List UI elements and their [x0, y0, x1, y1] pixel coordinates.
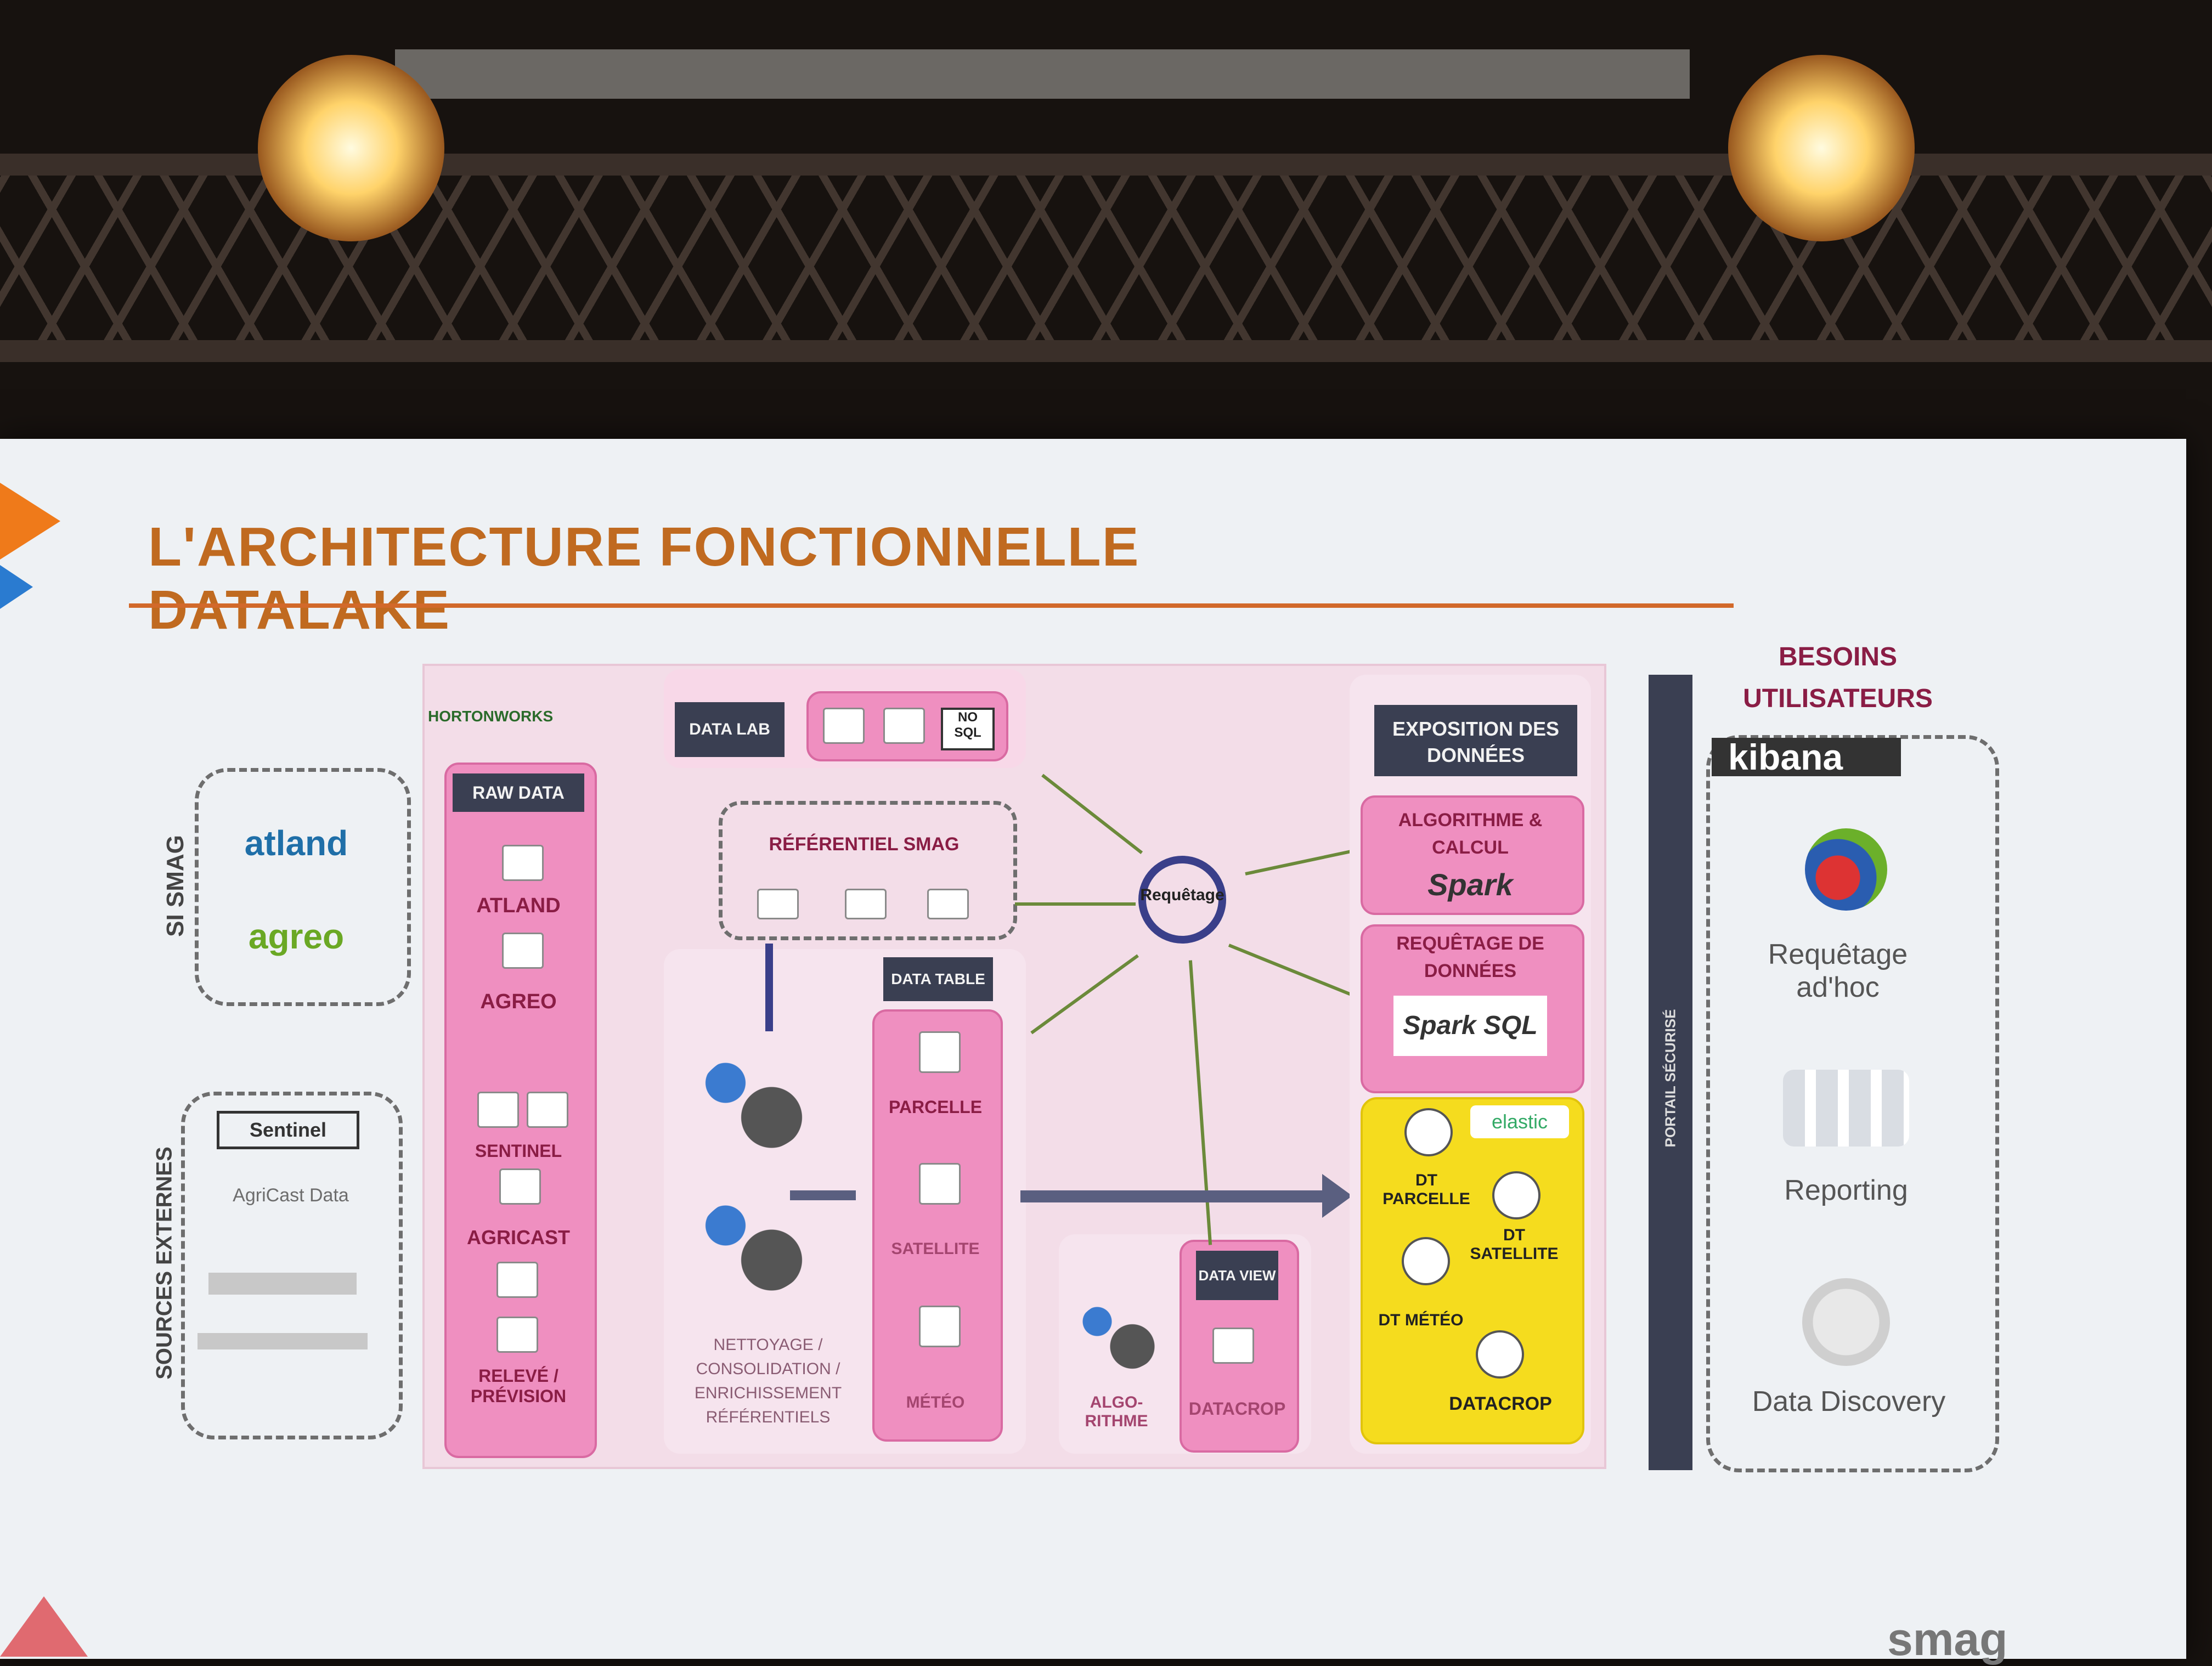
portail-securise-label: PORTAIL SÉCURISÉ — [1662, 1009, 1679, 1148]
agricast-data-source: AgriCast Data — [233, 1185, 349, 1206]
besoins-title: BESOINS UTILISATEURS — [1743, 642, 1933, 713]
stage-lamp-left — [258, 55, 444, 241]
flow-arrow-processing — [790, 1190, 856, 1200]
elastic-dt-parcelle-icon — [1404, 1108, 1453, 1156]
db-icon-datacrop — [1212, 1328, 1254, 1364]
raw-data-header: RAW DATA — [453, 773, 584, 812]
table-item-satellite: SATELLITE — [891, 1240, 980, 1258]
raw-item-sentinel: SENTINEL — [475, 1141, 562, 1161]
db-icon-parcelle — [919, 1031, 961, 1073]
projection-screen: L'ARCHITECTURE FONCTIONNELLE DATALAKE HO… — [0, 439, 2186, 1665]
algo-label: ALGO-RITHME — [1085, 1393, 1148, 1430]
reporting-icon — [1783, 1070, 1909, 1147]
si-smag-box — [195, 768, 411, 1006]
elastic-box — [1361, 1097, 1584, 1444]
gear-icon — [697, 1053, 812, 1152]
portail-securise-bar — [1649, 675, 1692, 1470]
dt-meteo-label: DT MÉTÉO — [1378, 1311, 1464, 1329]
spark-logo: Spark — [1427, 867, 1513, 902]
ceiling-truss-bottom — [0, 340, 2212, 362]
dt-parcelle-label: DT PARCELLE — [1383, 1171, 1470, 1208]
hortonworks-logo: HORTONWORKS — [428, 708, 554, 725]
db-icon-agricast — [499, 1168, 541, 1205]
referentiel-smag-box — [719, 801, 1017, 940]
sentinel-source-logo: Sentinel — [217, 1111, 359, 1149]
raw-item-releve: RELEVÉ / PRÉVISION — [470, 1366, 567, 1406]
flow-arrow-down — [765, 944, 773, 1031]
algo-gear-icon — [1075, 1300, 1163, 1371]
ref-db-3 — [927, 889, 969, 919]
algo-calc-label: ALGORITHME & CALCUL — [1398, 810, 1543, 858]
db-icon-satellite — [919, 1163, 961, 1205]
referentiel-smag-label: RÉFÉRENTIEL SMAG — [769, 834, 960, 855]
db-icon-sentinel — [477, 1092, 519, 1128]
si-smag-label: SI SMAG — [162, 835, 189, 937]
external-logo-4 — [198, 1333, 368, 1349]
besoin-reporting: Reporting — [1784, 1174, 1908, 1206]
data-discovery-icon — [1802, 1278, 1890, 1366]
raw-item-atland: ATLAND — [476, 894, 561, 917]
corner-logo-shape-blue — [0, 565, 33, 609]
besoins-box — [1706, 735, 1999, 1472]
raw-item-agricast: AGRICAST — [467, 1226, 570, 1249]
title-underline — [129, 603, 1734, 608]
gear-icon-2 — [697, 1196, 812, 1295]
exposition-header: EXPOSITION DES DONNÉES — [1374, 705, 1577, 776]
flow-arrow-to-exposition — [1020, 1190, 1328, 1202]
slide-title: L'ARCHITECTURE FONCTIONNELLE DATALAKE — [148, 516, 1140, 641]
arrow-to-referentiel — [1015, 902, 1136, 906]
atland-logo: atland — [244, 823, 348, 863]
db-icon-releve — [496, 1262, 538, 1298]
footer-corner-shape — [0, 1596, 88, 1657]
requetage-donnees-label: REQUÊTAGE DE DONNÉES — [1396, 933, 1544, 981]
besoin-data-discovery: Data Discovery — [1752, 1386, 1946, 1417]
data-lab-db-2 — [883, 708, 925, 744]
table-item-meteo: MÉTÉO — [906, 1393, 965, 1411]
elastic-datacrop-icon — [1476, 1330, 1524, 1379]
db-icon-atland — [502, 845, 544, 881]
agreo-logo: agreo — [248, 917, 345, 956]
data-lab-header: DATA LAB — [675, 702, 785, 757]
dt-satellite-label: DT SATELLITE — [1470, 1226, 1559, 1263]
db-icon-agreo — [502, 933, 544, 969]
ref-db-2 — [845, 889, 887, 919]
ref-db-1 — [757, 889, 799, 919]
dt-datacrop-label: DATACROP — [1449, 1393, 1552, 1414]
processing-label: NETTOYAGE / CONSOLIDATION / ENRICHISSEME… — [694, 1336, 842, 1426]
data-lab-db-1 — [823, 708, 865, 744]
db-icon-meteo — [919, 1306, 961, 1347]
flow-arrow-head — [1322, 1174, 1352, 1218]
data-table-column — [872, 1009, 1003, 1442]
corner-logo-shape — [0, 483, 60, 560]
table-item-parcelle: PARCELLE — [888, 1097, 983, 1117]
besoin-requetage-adhoc: Requêtage ad'hoc — [1768, 939, 1908, 1003]
external-logo-3 — [208, 1273, 357, 1295]
db-icon-sentinel-2 — [527, 1092, 568, 1128]
data-table-header: DATA TABLE — [883, 957, 993, 1001]
raw-item-agreo: AGREO — [480, 990, 557, 1013]
ceiling-fixture — [395, 49, 1690, 99]
data-view-datacrop: DATACROP — [1188, 1399, 1286, 1419]
requetage-adhoc-icon — [1805, 828, 1887, 911]
kibana-logo: kibana — [1712, 738, 1901, 776]
algo-calc-box — [1361, 795, 1584, 915]
nosql-badge: NO SQL — [941, 708, 995, 750]
requetage-center-label: Requêtage — [1140, 886, 1224, 904]
spark-sql-logo: Spark SQL — [1393, 996, 1547, 1056]
sources-externes-label: SOURCES EXTERNES — [152, 1147, 177, 1380]
elastic-dt-meteo-icon — [1402, 1237, 1450, 1285]
data-view-header: DATA VIEW — [1196, 1251, 1278, 1300]
db-icon-releve-2 — [496, 1317, 538, 1353]
smag-footer-logo: smag — [1887, 1613, 2008, 1665]
sources-externes-box — [181, 1092, 403, 1439]
stage-lamp-right — [1728, 55, 1915, 241]
elastic-logo: elastic — [1470, 1105, 1569, 1138]
elastic-dt-satellite-icon — [1492, 1171, 1541, 1219]
